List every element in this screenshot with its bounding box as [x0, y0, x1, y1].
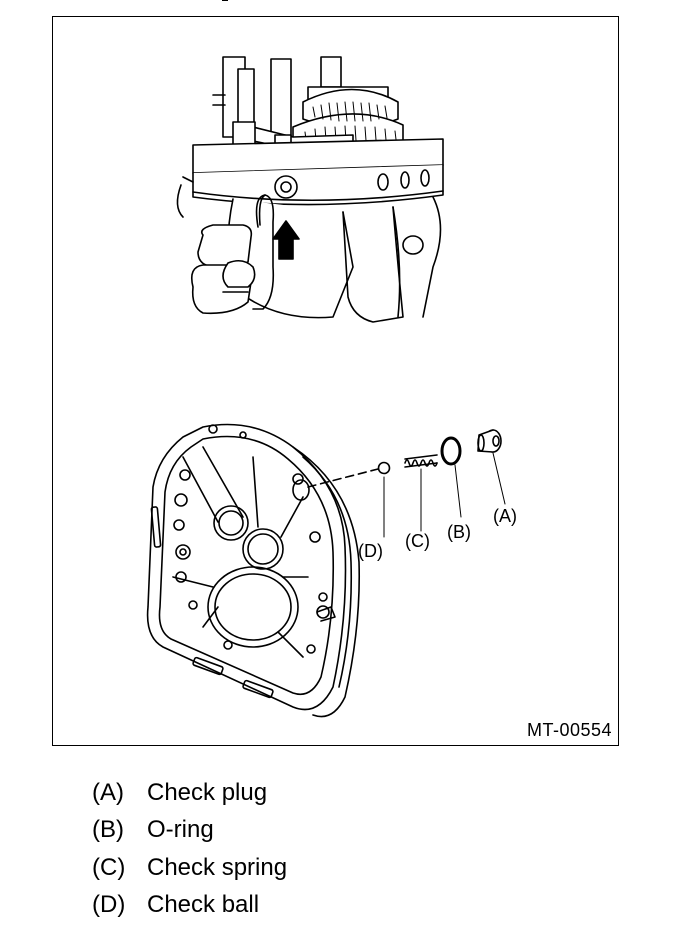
case-cover [146, 423, 361, 718]
figure-frame: (D) (C) (B) (A) MT-00554 [52, 16, 619, 746]
legend-text: Check plug [147, 778, 268, 806]
legend-item: (A) Check plug [92, 774, 287, 812]
legend-text: Check ball [147, 891, 260, 919]
legend-item: (D) Check ball [92, 887, 287, 925]
figure-id: MT-00554 [526, 720, 612, 740]
legend-key: (D) [92, 891, 126, 919]
legend-key: (C) [92, 853, 126, 881]
hand-with-tool [190, 194, 275, 315]
up-arrow-icon [272, 220, 300, 260]
o-ring [440, 436, 462, 466]
assembly-leader [307, 468, 379, 488]
callout-b: (B) [447, 522, 471, 542]
legend-text: Check spring [147, 853, 288, 881]
legend-text: O-ring [147, 816, 214, 844]
legend-item: (B) O-ring [92, 812, 287, 850]
callout-c: (C) [405, 531, 430, 551]
legend-key: (A) [92, 778, 124, 806]
gear-assembly [212, 56, 404, 166]
check-spring [404, 454, 438, 468]
callout-d: (D) [358, 541, 383, 561]
transmission-illustration [146, 56, 506, 718]
callout-a: (A) [493, 506, 517, 526]
legend-key: (B) [92, 816, 124, 844]
header-tick [222, 0, 228, 1]
check-plug [477, 429, 502, 453]
check-ball [377, 461, 391, 475]
parts-legend: (A) Check plug (B) O-ring (C) Check spri… [92, 774, 287, 924]
legend-item: (C) Check spring [92, 849, 287, 887]
